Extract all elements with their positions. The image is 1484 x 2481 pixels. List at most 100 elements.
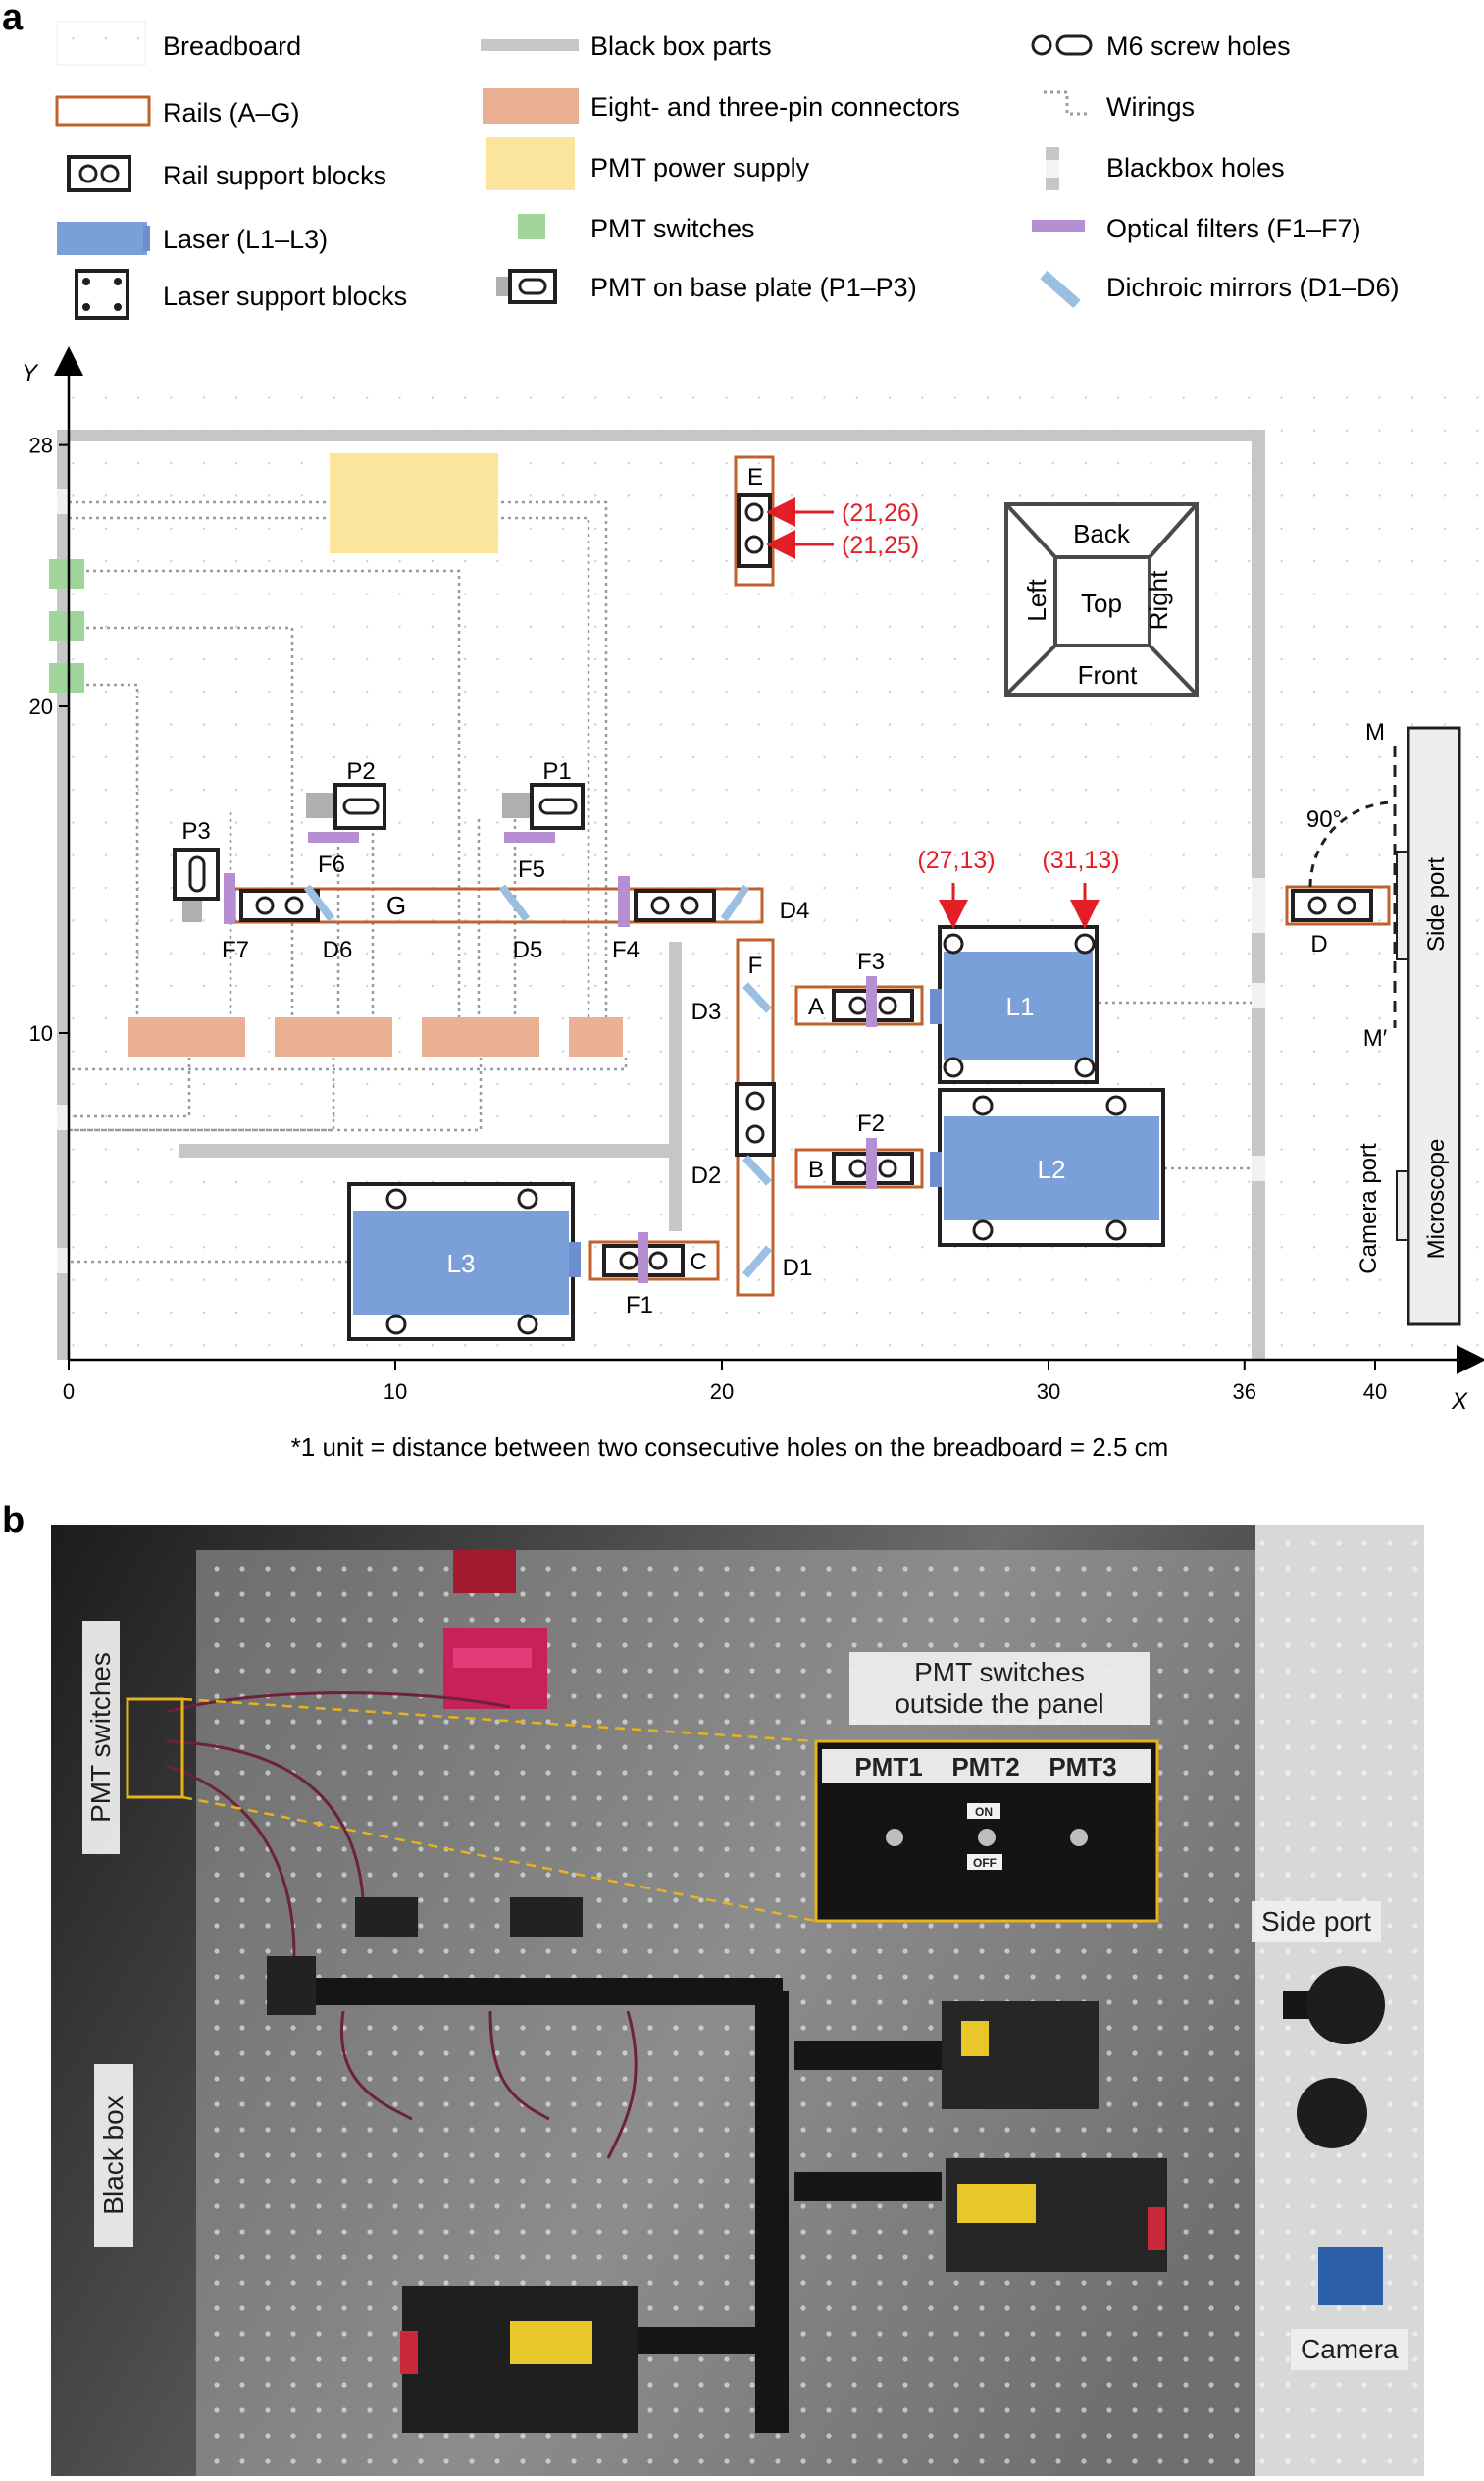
pmt-power-supply [330,453,498,553]
blackbox-hole [57,489,69,514]
photo-wire [166,1691,511,1714]
screw-hole [1074,933,1096,955]
screw-hole [385,1314,407,1335]
rail-support-block [735,1082,776,1157]
legend-power-swatch [486,137,575,190]
screw-hole [1074,1057,1096,1078]
legend-rail-swatch [55,95,151,127]
label-d5: D5 [513,937,543,963]
coord-21-26: (21,26) [842,499,919,527]
pmt-p3: P3 [173,818,220,922]
blackbox-hole [57,1248,69,1273]
mirror-d4 [720,884,750,922]
screw-hole [619,1251,639,1270]
photo-label-black-box: Black box [97,2095,128,2215]
mirror-d1 [742,1245,773,1278]
rail-support-block [239,889,320,922]
camera-port [1396,1170,1409,1241]
laser-l2-body [944,1116,1159,1220]
x-tick-label: 20 [710,1379,734,1404]
label-side-port: Side port [1423,857,1450,952]
screw-hole [1337,896,1356,915]
label-f4: F4 [612,937,640,963]
photo-label-black-box-box: Black box [94,2064,133,2247]
filter-f6 [308,832,359,843]
callout-line [181,1697,817,1743]
laser-l1-body [944,952,1093,1060]
rail-e-label: E [747,464,763,491]
legend-laser-swatch-end [143,226,150,251]
screw-hole [943,933,964,955]
laser-l2-label: L2 [1038,1155,1066,1184]
x-tick-label: 40 [1363,1379,1387,1404]
legend-breadboard-swatch [56,21,146,66]
rail-a [794,985,924,1026]
legend-switch-swatch [518,214,545,239]
legend-wirings: Wirings [1106,92,1195,122]
toggle-pmt2 [978,1829,996,1846]
rail-b-label: B [808,1157,824,1183]
legend-rails: Rails (A–G) [163,98,300,128]
x-axis-label: X [1451,1388,1468,1415]
legend-breadboard: Breadboard [163,31,301,61]
legend-connector-swatch [483,88,579,124]
photo-rail-f [755,1991,789,2433]
label-f3: F3 [857,949,885,975]
screw-hole [385,1188,407,1210]
pmt-switch [49,559,84,589]
label-d3: D3 [691,999,722,1025]
panel-a-letter: a [2,0,24,38]
laser-l1-aperture [930,989,942,1024]
legend-laser-support-hole [114,278,122,285]
photo-label-outside-panel: PMT switches outside the panel [849,1652,1150,1726]
blackbox-hole [57,1105,69,1130]
mirror-d6 [303,884,335,922]
photo-rail-a [794,2041,942,2070]
pmt-p1-slot [538,798,578,815]
blackbox-hole [1252,1156,1265,1181]
legend-blackbox-swatch [481,39,579,51]
legend-pmt-power: PMT power supply [590,153,810,182]
inset-off-tag [967,1854,1002,1870]
inset-on-tag [967,1803,1000,1819]
label-d1: D1 [783,1255,813,1281]
screw-hole [1105,1095,1127,1116]
label-f5: F5 [518,856,545,883]
legend-screw-slot [1055,34,1093,56]
legend-laser-support-hole [114,303,122,311]
photo-camera [1318,2247,1383,2305]
legend-laser: Laser (L1–L3) [163,225,328,254]
photo-pmt-p1 [510,1897,583,1937]
screw-hole [680,896,699,915]
photo-rail-c [622,2327,755,2354]
laser-l1-label: L1 [1006,992,1035,1021]
coord-31-13: (31,13) [1042,847,1119,874]
label-f2: F2 [857,1111,885,1137]
inset-pmt2: PMT2 [951,1752,1019,1782]
legend-filter-swatch [1032,220,1085,232]
wirings [69,500,1252,1264]
screw-hole [1307,896,1327,915]
rail-d [1285,885,1391,926]
laser-l2: L2 [930,1088,1165,1247]
cube-top: Top [1081,589,1122,618]
legend-blackbox-hole-gap [1046,160,1059,178]
cube-back: Back [1073,519,1131,548]
connector [422,1017,539,1057]
filter-f1 [638,1232,648,1283]
angle-arc [1308,801,1396,888]
filter-f3 [866,976,877,1027]
screw-hole [943,1057,964,1078]
x-tick-label: 0 [63,1379,75,1404]
label-d6: D6 [323,937,353,963]
rail-support-block [1291,889,1373,922]
orientation-cube: Back Top Front Left Right [1004,502,1199,697]
legend-laser-support-hole [82,278,90,285]
legend-wiring-swatch [1044,90,1087,116]
photo-laser-l2-cap [1148,2207,1165,2250]
connector [128,1017,245,1057]
